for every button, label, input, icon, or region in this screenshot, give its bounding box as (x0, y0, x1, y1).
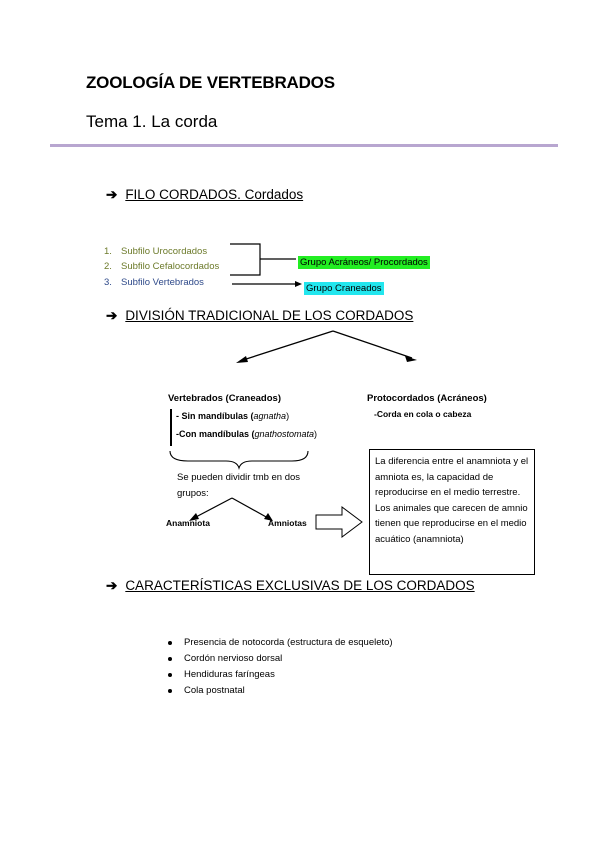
block-arrow (315, 506, 363, 538)
sin-mandibulas: - Sin mandíbulas (agnatha) (176, 411, 290, 421)
con-mandibulas: -Con mandíbulas (gnathostomata) (176, 429, 318, 439)
subfilo-item-cefalocordados: 2.Subfilo Cefalocordados (104, 261, 220, 272)
list-item: Cordón nervioso dorsal (168, 651, 393, 667)
list-item: Hendiduras faríngeas (168, 667, 393, 683)
arrow-icon: ➔ (106, 187, 118, 202)
split-arrows (193, 497, 269, 519)
title-divider (50, 144, 558, 147)
list-item: Cola postnatal (168, 683, 393, 699)
arrow-icon: ➔ (106, 308, 118, 323)
protocordados-desc: -Corda en cola o cabeza (374, 409, 472, 419)
section-heading-caracteristicas: ➔CARACTERÍSTICAS EXCLUSIVAS DE LOS CORDA… (106, 578, 475, 593)
list-item: Presencia de notocorda (estructura de es… (168, 635, 393, 651)
amnio-note-box: La diferencia entre el anamniota y el am… (369, 449, 535, 575)
subfilo-item-vertebrados: 3.Subfilo Vertebrados (104, 277, 204, 288)
split-text-line1: Se pueden dividir tmb en dos (177, 472, 301, 483)
split-text-line2: grupos: (177, 488, 209, 499)
vertebrados-title: Vertebrados (Craneados) (168, 393, 281, 404)
section-heading-filo: ➔FILO CORDADOS. Cordados (106, 187, 304, 202)
left-branch-arrowhead (236, 356, 248, 363)
arrow-icon: ➔ (106, 578, 118, 593)
anamniota-label: Anamniota (166, 518, 210, 528)
right-branch-arrowhead (405, 356, 417, 362)
section-heading-division: ➔DIVISIÓN TRADICIONAL DE LOS CORDADOS (106, 308, 414, 323)
protocordados-title: Protocordados (Acráneos) (367, 393, 487, 404)
page-title: ZOOLOGÍA DE VERTEBRADOS (86, 73, 335, 92)
group-craneados-label: Grupo Craneados (304, 282, 384, 295)
caracteristicas-list: Presencia de notocorda (estructura de es… (168, 635, 393, 699)
amniotas-label: Amniotas (268, 518, 307, 528)
craneados-arrow (232, 281, 302, 287)
vertebrados-brace (169, 450, 309, 470)
page-subtitle: Tema 1. La corda (86, 112, 218, 131)
group-acraneos-label: Grupo Acráneos/ Procordados (298, 256, 430, 269)
subfilo-bracket (230, 243, 296, 276)
division-branch-arrows (239, 330, 413, 362)
subfilo-item-urocordados: 1.Subfilo Urocordados (104, 246, 208, 257)
